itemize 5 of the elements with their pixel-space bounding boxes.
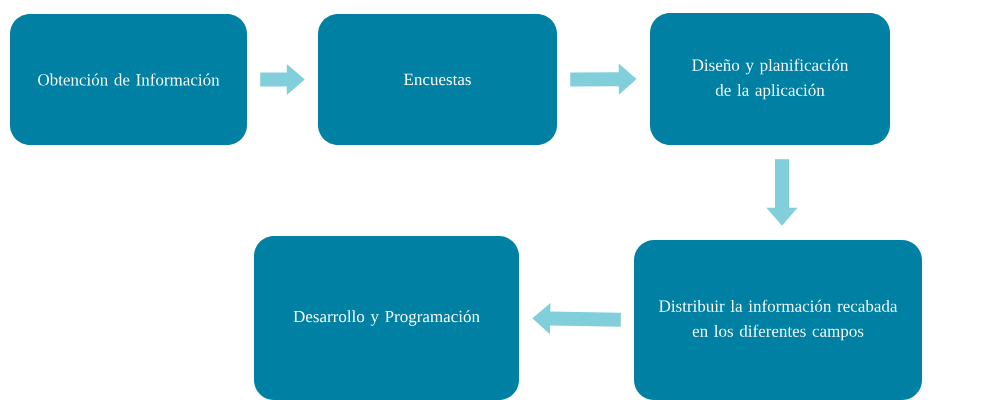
process-box: Distribuir la información recabada en los diferentes campos [634, 240, 922, 400]
process-box: Desarrollo y Programación [254, 236, 519, 400]
process-box: Encuestas [318, 14, 557, 145]
process-box: Diseño y planificación de la aplicación [650, 13, 890, 145]
process-box: Obtención de Información [10, 14, 247, 145]
